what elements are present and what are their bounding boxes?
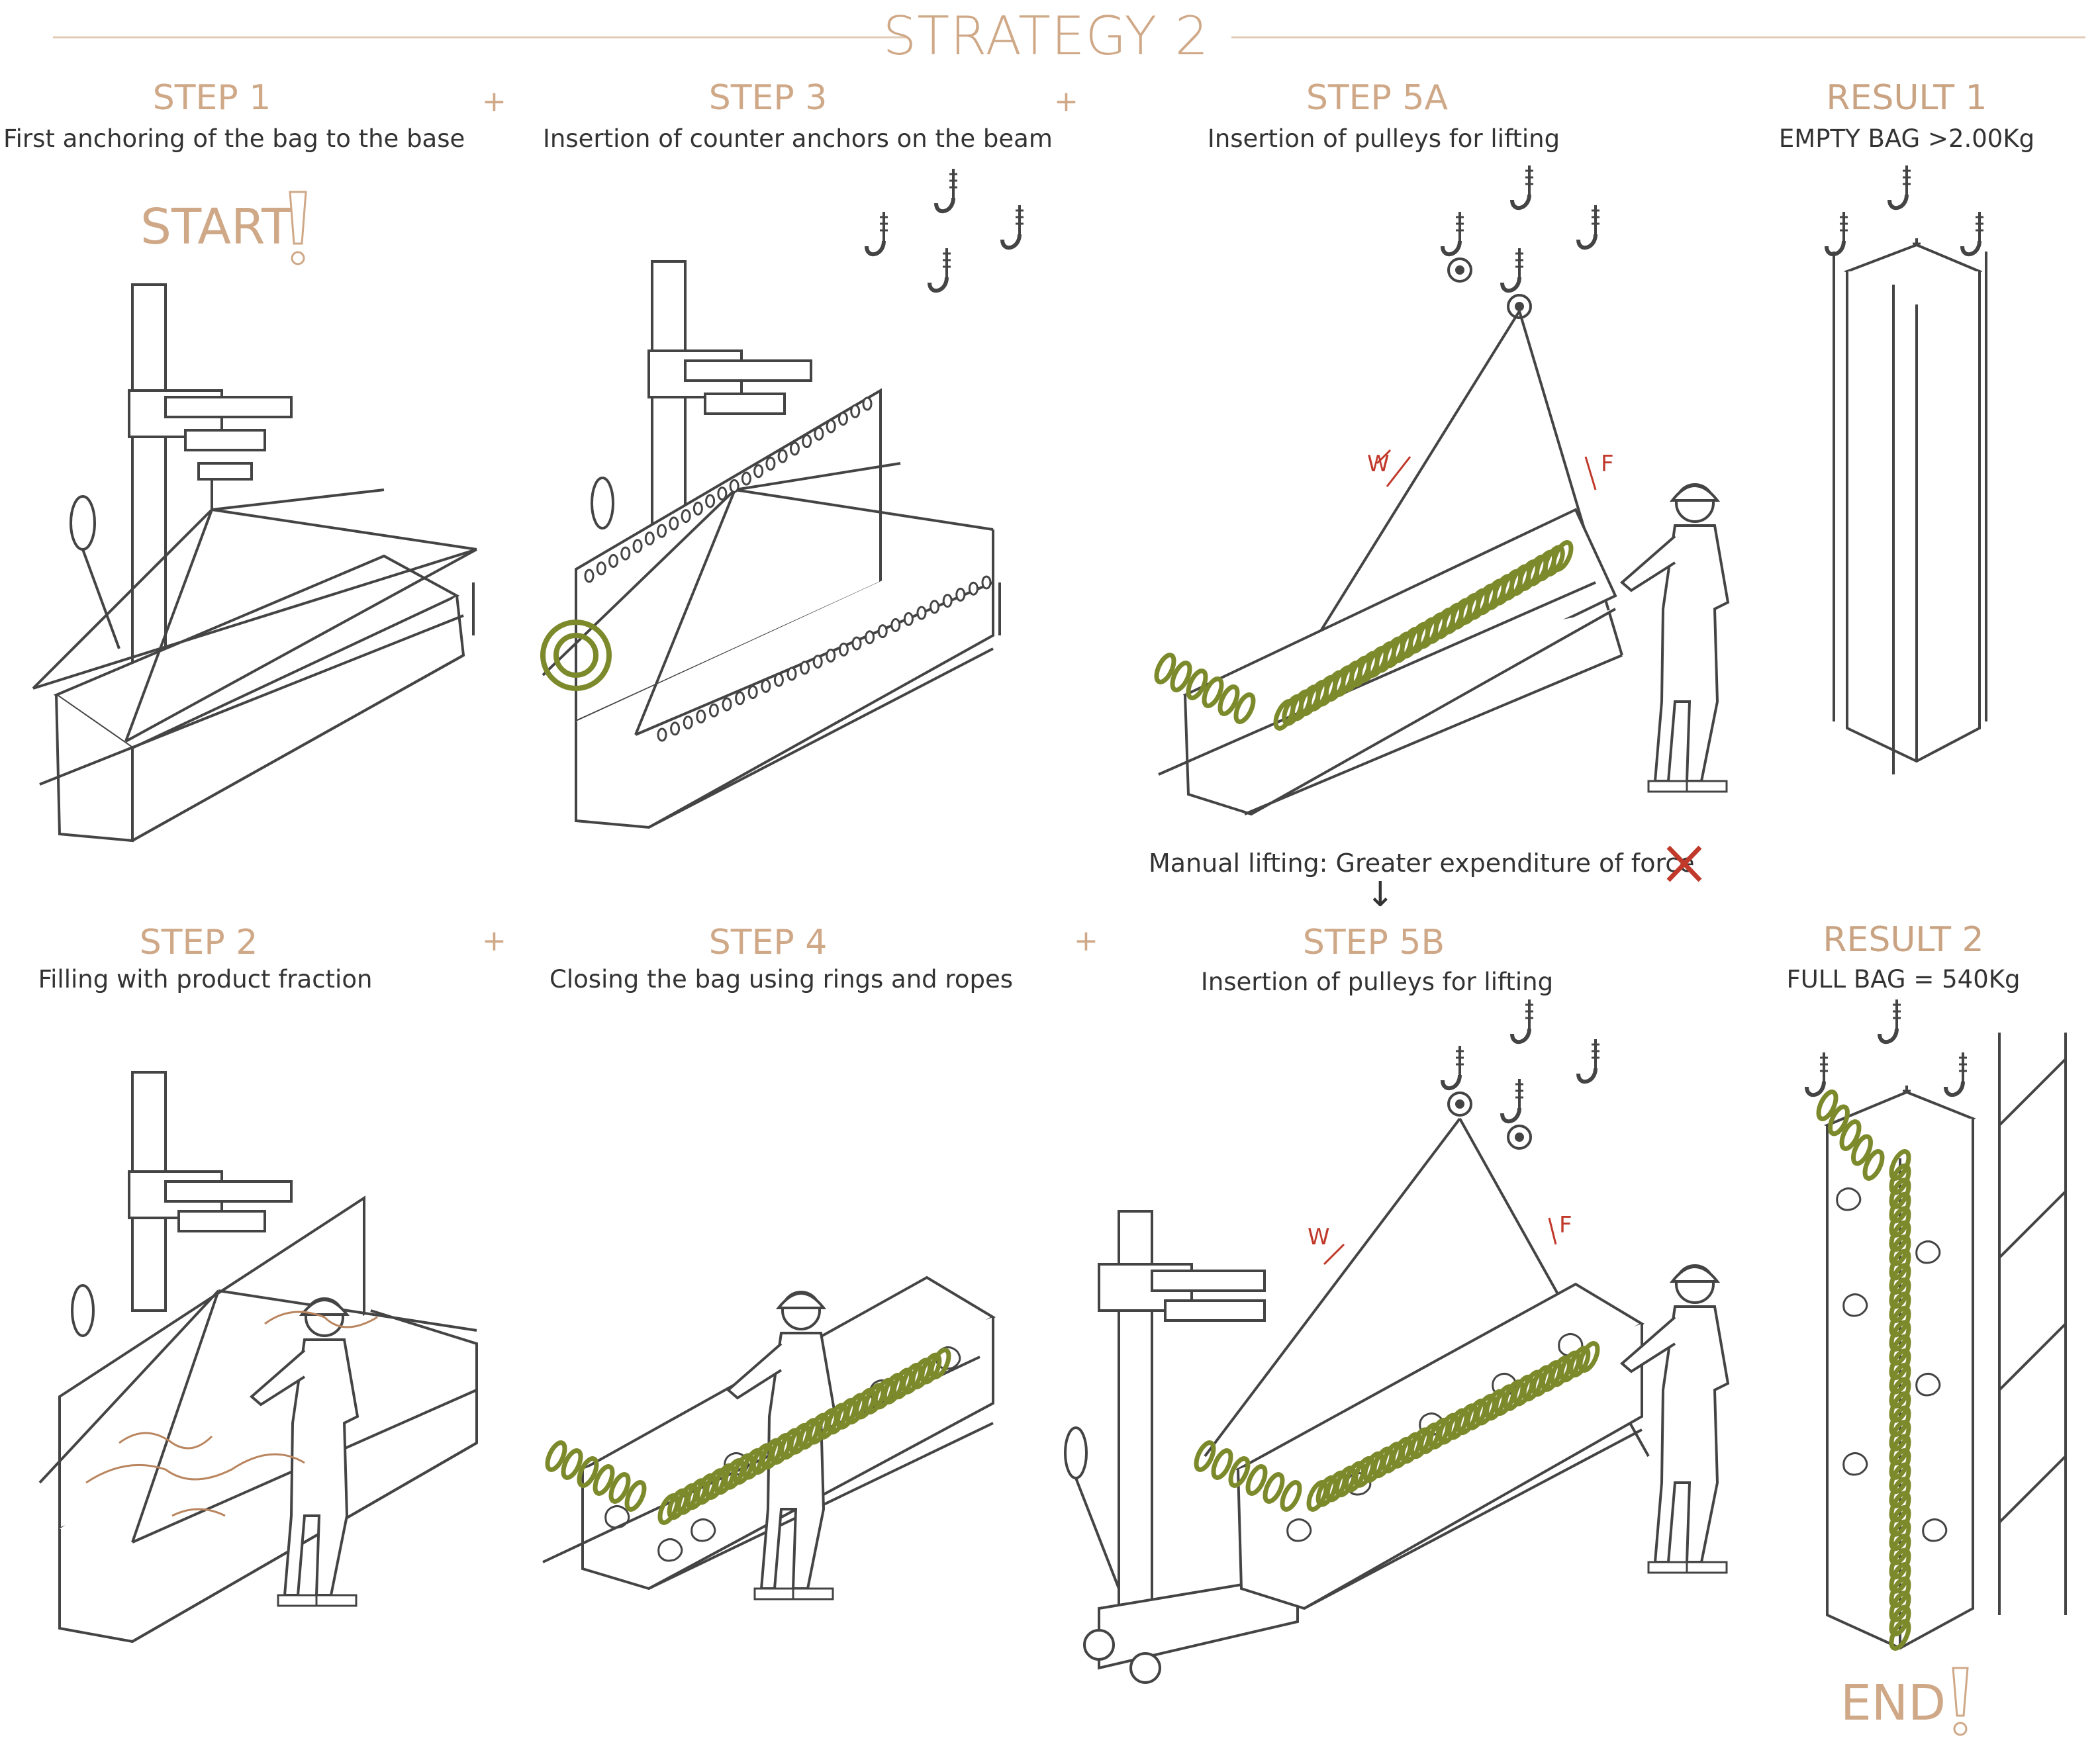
anchor-hole (708, 703, 719, 718)
anchor-hole (608, 553, 619, 568)
plus-sign-2: + (1054, 85, 1078, 118)
result1-illustration (1827, 165, 1987, 774)
plus-sign-3: + (482, 924, 506, 958)
anchor-hole (765, 456, 776, 471)
step4-illustration (542, 1275, 996, 1600)
anchor-hole (777, 449, 788, 463)
anchor-hole (838, 642, 849, 657)
anchor-hole (851, 636, 862, 651)
step5a-force-w: W (1367, 451, 1390, 477)
step3-title: STEP 3 (708, 78, 828, 118)
anchor-hole (968, 581, 978, 596)
step5a-illustration (1158, 165, 1729, 816)
step1-title: STEP 1 (152, 78, 271, 118)
step3-desc: Insertion of counter anchors on the beam (543, 124, 1053, 153)
anchor-hole (683, 716, 693, 730)
anchor-hole (800, 661, 810, 675)
step5a-force-f: F (1601, 451, 1614, 477)
anchor-hole (826, 419, 836, 434)
result1-title: RESULT 1 (1826, 78, 1987, 118)
result2-title: RESULT 2 (1823, 920, 1984, 960)
anchor-hole (596, 561, 606, 576)
anchor-hole (802, 434, 812, 449)
anchor-hole (837, 412, 848, 426)
anchor-hole (735, 691, 745, 706)
anchor-hole (670, 721, 681, 736)
anchor-hole (753, 464, 764, 479)
anchor-hole (814, 426, 824, 441)
start-label: START (140, 199, 292, 255)
anchor-hole (877, 624, 888, 639)
anchor-hole (696, 709, 706, 723)
anchor-hole (789, 441, 800, 456)
anchor-hole (632, 539, 643, 553)
step5b-force-w: W (1308, 1224, 1330, 1250)
manual-lifting-note: Manual lifting: Greater expenditure of f… (1149, 849, 1695, 878)
anchor-hole (692, 501, 703, 516)
anchor-hole (903, 612, 914, 626)
step4-title: STEP 4 (708, 923, 828, 962)
step5b-force-f: F (1559, 1212, 1572, 1238)
step2-title: STEP 2 (139, 923, 258, 962)
step5b-illustration (1064, 999, 1729, 1684)
anchor-hole (787, 667, 797, 681)
step3-anchor-holes (584, 396, 992, 742)
plus-sign-1: + (482, 85, 506, 118)
anchor-hole (657, 727, 667, 742)
start-exclamation-icon (289, 191, 307, 265)
warning-x-icon (1666, 845, 1702, 882)
anchor-hole (865, 630, 875, 645)
anchor-hole (741, 471, 751, 486)
anchor-hole (729, 479, 740, 493)
page-title: STRATEGY 2 (883, 5, 1210, 67)
anchor-hole (862, 396, 873, 411)
plus-sign-4: + (1074, 924, 1098, 958)
step5b-title: STEP 5B (1302, 923, 1445, 962)
result2-illustration (1807, 999, 2067, 1650)
anchor-hole (812, 655, 823, 669)
anchor-hole (747, 685, 758, 700)
anchor-hole (669, 516, 679, 531)
anchor-hole (722, 697, 732, 712)
anchor-hole (942, 594, 953, 608)
anchor-hole (761, 678, 771, 693)
step3-illustration (540, 169, 1024, 829)
anchor-hole (773, 672, 784, 687)
step5b-desc: Insertion of pulleys for lifting (1200, 968, 1554, 996)
end-label: END (1840, 1675, 1946, 1732)
title-rule-left (53, 36, 907, 38)
anchor-hole (657, 524, 667, 538)
step2-desc: Filling with product fraction (38, 965, 373, 994)
title-rule-right (1231, 36, 2085, 38)
step2-product-fraction (85, 1311, 378, 1517)
result1-desc: EMPTY BAG >2.00Kg (1778, 124, 2035, 153)
step5a-title: STEP 5A (1306, 78, 1449, 118)
result2-desc: FULL BAG = 540Kg (1786, 965, 2021, 994)
anchor-hole (644, 531, 655, 545)
anchor-hole (981, 575, 992, 590)
anchor-hole (916, 606, 927, 620)
step4-desc: Closing the bag using rings and ropes (549, 965, 1013, 994)
anchor-hole (955, 587, 966, 602)
step5a-desc: Insertion of pulleys for lifting (1207, 124, 1560, 153)
manual-arrow-down: ↓ (1366, 875, 1395, 915)
anchor-hole (930, 600, 940, 614)
anchor-hole (890, 618, 901, 632)
end-exclamation-icon (1952, 1667, 1969, 1736)
anchor-hole (681, 509, 691, 524)
anchor-hole (850, 404, 861, 418)
anchor-hole (826, 648, 836, 663)
step2-illustration (38, 1071, 478, 1644)
step1-illustration (32, 283, 477, 843)
anchor-hole (717, 486, 728, 501)
anchor-hole (705, 494, 716, 508)
step1-desc: First anchoring of the bag to the base (3, 124, 465, 153)
anchor-hole (620, 546, 631, 561)
anchor-hole (584, 569, 595, 583)
